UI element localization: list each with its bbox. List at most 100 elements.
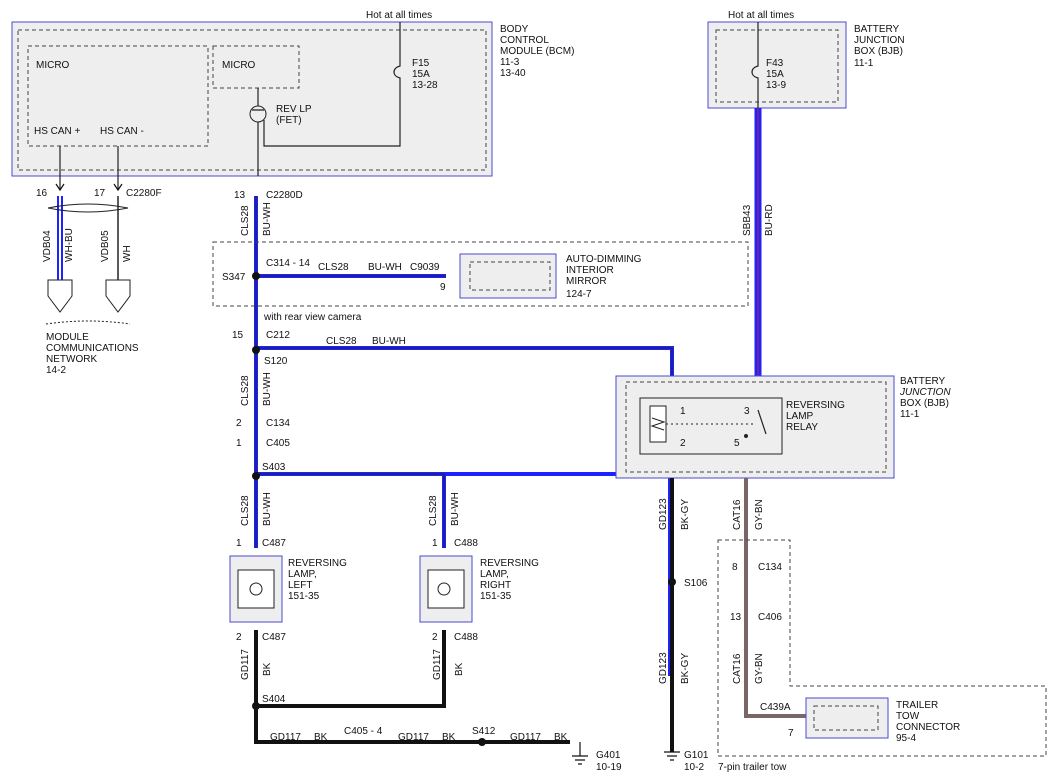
f15-fuse-id: F15 [412, 58, 430, 69]
mirror-color: BU-WH [368, 262, 402, 273]
feed-color-2: BU-WH [262, 372, 273, 406]
feed-circuit: CLS28 [240, 205, 251, 236]
mirror-pin-9: 9 [440, 282, 446, 293]
twisted-pair-icon [47, 203, 129, 213]
ground-wire [254, 630, 570, 744]
f43-id: F43 [766, 58, 784, 69]
s106-splice [668, 578, 676, 586]
cat16b-color: GY-BN [754, 653, 765, 684]
sbb43-circuit: SBB43 [742, 204, 753, 236]
s347-label: S347 [222, 272, 246, 283]
vdb05-color: WH [122, 245, 133, 262]
trailer-label-4: 95-4 [896, 733, 916, 744]
mirror-option-box [212, 241, 749, 307]
trailer-tow-circuit: CAT16 GY-BN 8 C134 13 C406 CAT16 GY-BN C… [717, 478, 1047, 773]
bcm-title-line-4: 11-3 [500, 57, 520, 68]
vdb04-wire [57, 196, 63, 280]
relay-label-3: RELAY [786, 422, 818, 433]
gd123b-circuit: GD123 [658, 652, 669, 684]
right-lamp-circuit: CLS28 [428, 495, 439, 526]
mirror-label-4: 124-7 [566, 289, 592, 300]
f43-ref: 13-9 [766, 80, 786, 91]
vdb05-circuit: VDB05 [100, 230, 111, 262]
f15-fuse-ref: 13-28 [412, 80, 438, 91]
bjb-top-title-3: BOX (BJB) [854, 46, 903, 57]
bjb-relay-title-1: BATTERY [900, 376, 946, 387]
reversing-lamp-right: CLS28 BU-WH 1 C488 REVERSING LAMP, RIGHT… [419, 492, 539, 680]
relay-pin-1: 1 [680, 406, 686, 417]
f15-fuse-wire [263, 22, 401, 147]
cat16-color: GY-BN [754, 499, 765, 530]
network-label-4: 14-2 [46, 365, 66, 376]
g101-ground-icon [664, 751, 680, 761]
right-gnd-color: BK [454, 662, 465, 676]
c405-4-label: C405 - 4 [344, 726, 383, 737]
right-lamp-label-4: 151-35 [480, 591, 512, 602]
s347-splice [252, 272, 260, 280]
relay-coil-icon [650, 417, 666, 431]
trailer-c406: C406 [758, 612, 782, 623]
c439a-label: C439A [760, 702, 791, 713]
gnd-seg1-color: BK [314, 732, 328, 743]
s403-label: S403 [262, 462, 286, 473]
feed-color: BU-WH [262, 202, 273, 236]
c2280d-label: C2280D [266, 190, 303, 201]
left-gnd-color: BK [262, 662, 273, 676]
bjb-relay-box: 1 2 3 5 REVERSING LAMP RELAY BATTERY JUN… [615, 375, 951, 479]
left-lamp-label-2: LAMP, [288, 569, 317, 580]
left-lamp-pin-top: 1 [236, 538, 242, 549]
mirror-label-2: INTERIOR [566, 265, 614, 276]
gnd-seg1-circuit: GD117 [270, 732, 301, 743]
s412-splice [478, 738, 486, 746]
relay-feed-color: BU-WH [372, 336, 406, 347]
s120-label: S120 [264, 356, 288, 367]
cat16-circuit: CAT16 [732, 499, 743, 530]
c134-label: C134 [266, 418, 290, 429]
hs-can-minus-label: HS CAN - [100, 126, 144, 137]
trailer-label-2: TOW [896, 711, 920, 722]
pin-1-c405: 1 [236, 438, 242, 449]
relay-feed-circuit: CLS28 [326, 336, 357, 347]
rev-lp-label: REV LP [276, 104, 312, 115]
c314-label: C314 - 14 [266, 258, 310, 269]
trailer-pin-7: 7 [788, 728, 794, 739]
s106-label: S106 [684, 578, 708, 589]
s404-label: S404 [262, 694, 286, 705]
feed-circuit-2: CLS28 [240, 375, 251, 406]
can-connector-icon [55, 183, 123, 192]
gnd-seg3-circuit: GD117 [510, 732, 541, 743]
bcm-title-line-3: MODULE (BCM) [500, 46, 574, 57]
c2280f-label: C2280F [126, 188, 162, 199]
gd123b-color: BK-GY [680, 653, 691, 684]
can-pin-right: 17 [94, 188, 106, 199]
network-label-3: NETWORK [46, 354, 97, 365]
vdb04-color: WH-BU [64, 228, 75, 262]
network-arrow-icon [47, 279, 131, 313]
mirror-label-1: AUTO-DIMMING [566, 254, 642, 265]
left-lamp-label-4: 151-35 [288, 591, 320, 602]
left-lamp-label-1: REVERSING [288, 558, 347, 569]
mirror-box [459, 253, 557, 299]
rev-lp-fet-label: (FET) [276, 115, 302, 126]
gd123-circuit: GD123 [658, 498, 669, 530]
right-lamp-pin-top: 1 [432, 538, 438, 549]
gnd-seg2-circuit: GD117 [398, 732, 429, 743]
g401-label: G401 [596, 750, 621, 761]
mirror-circuit: CLS28 [318, 262, 349, 273]
trailer-label-1: TRAILER [896, 700, 938, 711]
c212-label: C212 [266, 330, 290, 341]
right-lamp-conn-top: C488 [454, 538, 478, 549]
relay-label-1: REVERSING [786, 400, 845, 411]
trailer-connector-box [805, 697, 889, 739]
bjb-relay-title-3: BOX (BJB) [900, 398, 949, 409]
left-lamp-label-3: LEFT [288, 580, 312, 591]
pin-13: 13 [234, 190, 246, 201]
sbb43-wire [754, 108, 762, 376]
pin-2-c134: 2 [236, 418, 242, 429]
can-pin-left: 16 [36, 188, 48, 199]
reverse-lamp-feed: 13 C2280D CLS28 BU-WH S347 C314 - 14 CLS… [212, 190, 749, 676]
gnd-seg3-color: BK [554, 732, 568, 743]
pin-15: 15 [232, 330, 244, 341]
s120-splice [252, 346, 260, 354]
